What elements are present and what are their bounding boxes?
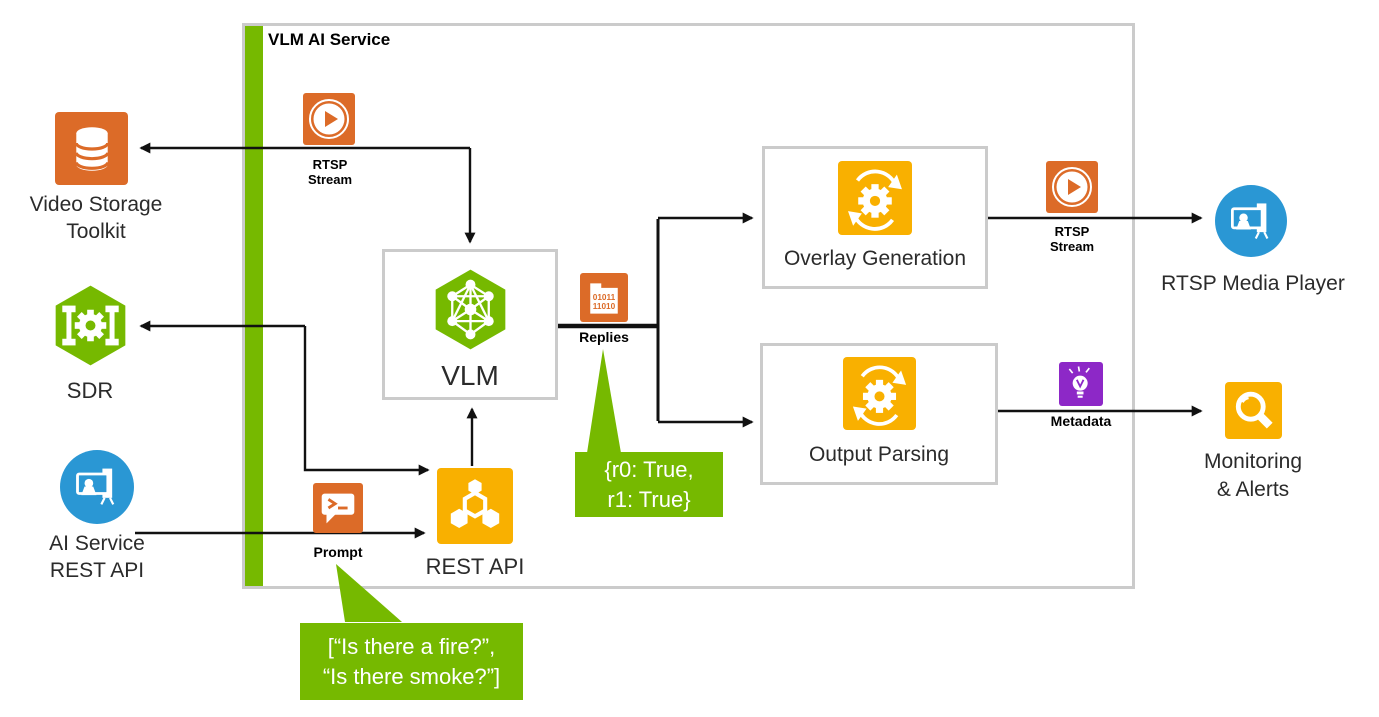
overlay-generation-icon-tile: [838, 161, 912, 235]
prompt-callout-tail: [336, 564, 402, 622]
rtsp-in-label: RTSP Stream: [307, 157, 353, 187]
monitoring-node: [1225, 382, 1282, 439]
rtsp-out-node: [1046, 161, 1098, 213]
rtsp-out-label: RTSP Stream: [1049, 224, 1095, 254]
prompt-label: Prompt: [313, 544, 363, 560]
replies-callout-bubble: {r0: True, r1: True}: [575, 452, 723, 517]
process-sync-icon: [852, 365, 906, 426]
sdr-label: SDR: [66, 378, 114, 403]
ai-service-node: [60, 450, 134, 524]
overlay-generation-box: Overlay Generation: [762, 146, 988, 289]
sdr-gear-hexagon-icon: [55, 285, 126, 366]
vlm-ai-service-box: [242, 23, 1135, 589]
nvidia-green-bar: [245, 26, 263, 586]
magnifier-icon: [1235, 391, 1273, 428]
output-parsing-label: Output Parsing: [808, 443, 950, 466]
video-storage-label: Video Storage Toolkit: [29, 193, 163, 243]
terminal-bubble-icon: [321, 493, 355, 524]
metadata-node: [1059, 362, 1103, 406]
overlay-generation-label: Overlay Generation: [783, 247, 967, 270]
hexagons-icon: [450, 479, 500, 528]
monitoring-label: Monitoring & Alerts: [1203, 450, 1303, 501]
prompt-node: [313, 483, 363, 533]
video-storage-node: [55, 112, 128, 185]
lightbulb-icon: [1068, 366, 1090, 398]
play-icon: [309, 99, 349, 139]
process-sync-icon: [848, 169, 902, 231]
binary-line-2: 11010: [593, 302, 616, 311]
rtsp-in-node: [303, 93, 355, 145]
media-player-label: RTSP Media Player: [1161, 272, 1345, 295]
output-parsing-box: Output Parsing: [760, 343, 998, 485]
service-box-title: VLM AI Service: [268, 30, 391, 49]
binary-file-icon: 01011 11010: [590, 282, 618, 314]
monitor-person-icon: [76, 468, 115, 505]
play-icon: [1052, 167, 1092, 207]
output-parsing-icon-tile: [842, 357, 916, 430]
metadata-label: Metadata: [1050, 413, 1112, 429]
monitor-person-icon: [1230, 202, 1268, 239]
ai-service-label: AI Service REST API: [49, 532, 145, 582]
replies-callout-tail: [587, 349, 621, 453]
vlm-label: VLM: [441, 360, 499, 391]
replies-label: Replies: [579, 329, 629, 345]
prompt-callout-bubble: [“Is there a fire?”, “Is there smoke?”]: [300, 623, 523, 700]
sdr-node: [54, 283, 127, 368]
vlm-box: VLM: [382, 249, 558, 400]
replies-node: 01011 11010: [580, 273, 628, 322]
database-icon: [74, 126, 109, 171]
media-player-node: [1215, 185, 1287, 257]
connector-sdr-branch-to-rest-api: [303, 326, 430, 476]
neural-network-hexagon-icon: [435, 269, 505, 350]
binary-line-1: 01011: [593, 292, 616, 301]
rest-api-label: REST API: [425, 554, 525, 579]
rest-api-node: [437, 468, 513, 544]
